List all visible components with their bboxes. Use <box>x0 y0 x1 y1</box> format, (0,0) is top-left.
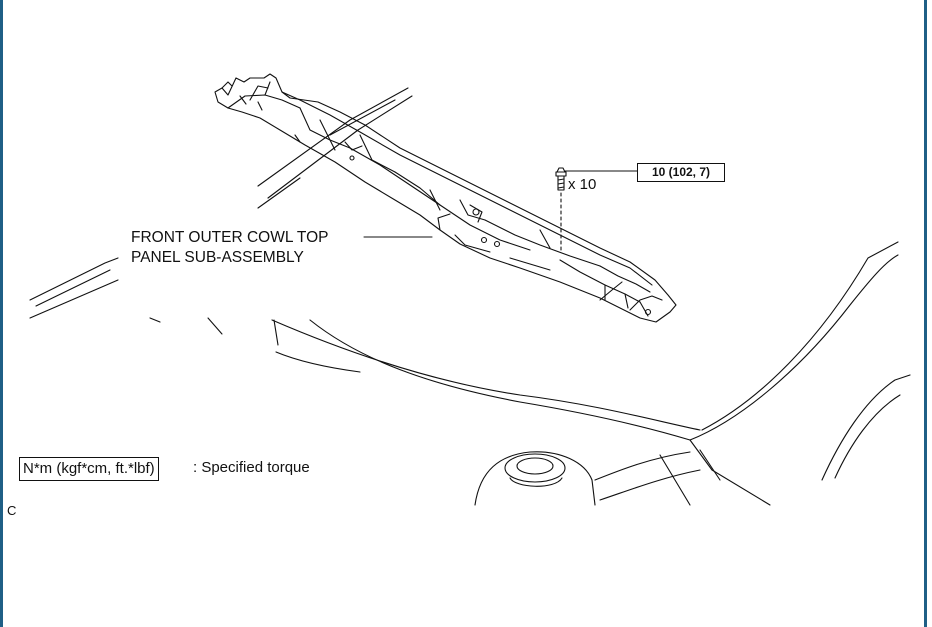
bolt-quantity: x 10 <box>568 176 597 193</box>
torque-legend-unit: N*m (kgf*cm, ft.*lbf) <box>19 457 159 481</box>
part-name-label: FRONT OUTER COWL TOP PANEL SUB-ASSEMBLY <box>131 228 329 268</box>
torque-specification-box: 10 (102, 7) <box>637 163 725 182</box>
windshield-lines <box>29 87 413 319</box>
right-margin <box>927 0 932 627</box>
leader-lines <box>363 170 638 251</box>
part-name-line-2: PANEL SUB-ASSEMBLY <box>131 249 304 266</box>
torque-legend-description: : Specified torque <box>193 459 310 476</box>
part-name-line-1: FRONT OUTER COWL TOP <box>131 229 329 246</box>
bolt-icon <box>555 167 567 191</box>
illustration-code: C <box>7 503 17 518</box>
vehicle-body-outline <box>149 241 911 506</box>
cowl-top-panel <box>214 73 677 323</box>
left-frame-border <box>0 0 3 627</box>
right-frame-border <box>924 0 927 627</box>
